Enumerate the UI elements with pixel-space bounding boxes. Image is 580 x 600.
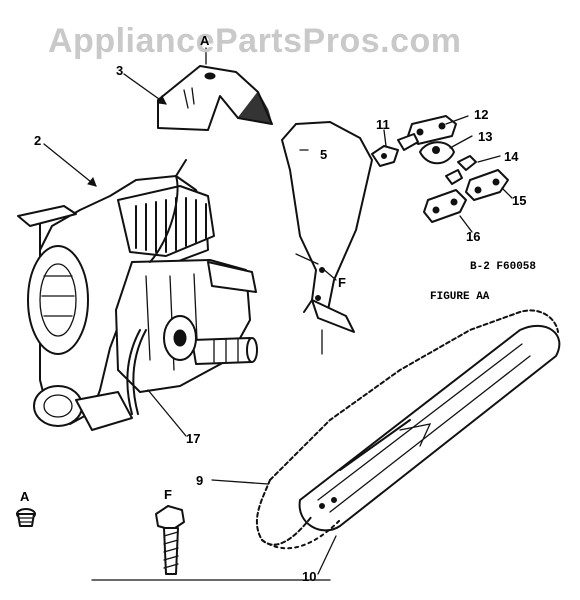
callout-11: 11	[376, 117, 390, 132]
callout-leader-lines	[43, 47, 513, 581]
saw-chain-part	[255, 309, 559, 550]
callout-9: 9	[196, 473, 204, 488]
front-handle-part	[281, 121, 373, 333]
callout-10: 10	[302, 569, 317, 584]
callout-f-bottom: F	[164, 487, 172, 502]
callout-3: 3	[116, 63, 124, 78]
callout-17: 17	[186, 431, 201, 446]
watermark: AppliancePartsPros.com	[48, 22, 462, 60]
chain-link-parts	[371, 115, 509, 223]
callout-12: 12	[474, 107, 489, 122]
screw-a-part	[16, 508, 36, 527]
figure-caption: FIGURE AA	[430, 291, 490, 303]
callout-a-top: A	[200, 33, 210, 48]
callout-f-bracket: F	[338, 275, 346, 290]
callout-13: 13	[478, 129, 493, 144]
callout-2: 2	[34, 133, 42, 148]
diagram-code: B-2 F60058	[470, 261, 537, 273]
callout-14: 14	[504, 149, 519, 164]
callout-5: 5	[320, 147, 328, 162]
bolt-f-part	[155, 505, 185, 575]
guide-bar-part	[298, 324, 561, 532]
callout-a-bottom: A	[20, 489, 30, 504]
callout-16: 16	[466, 229, 481, 244]
cylinder-shroud-part	[157, 65, 273, 131]
engine-power-head-part	[17, 159, 258, 431]
callout-15: 15	[512, 193, 527, 208]
